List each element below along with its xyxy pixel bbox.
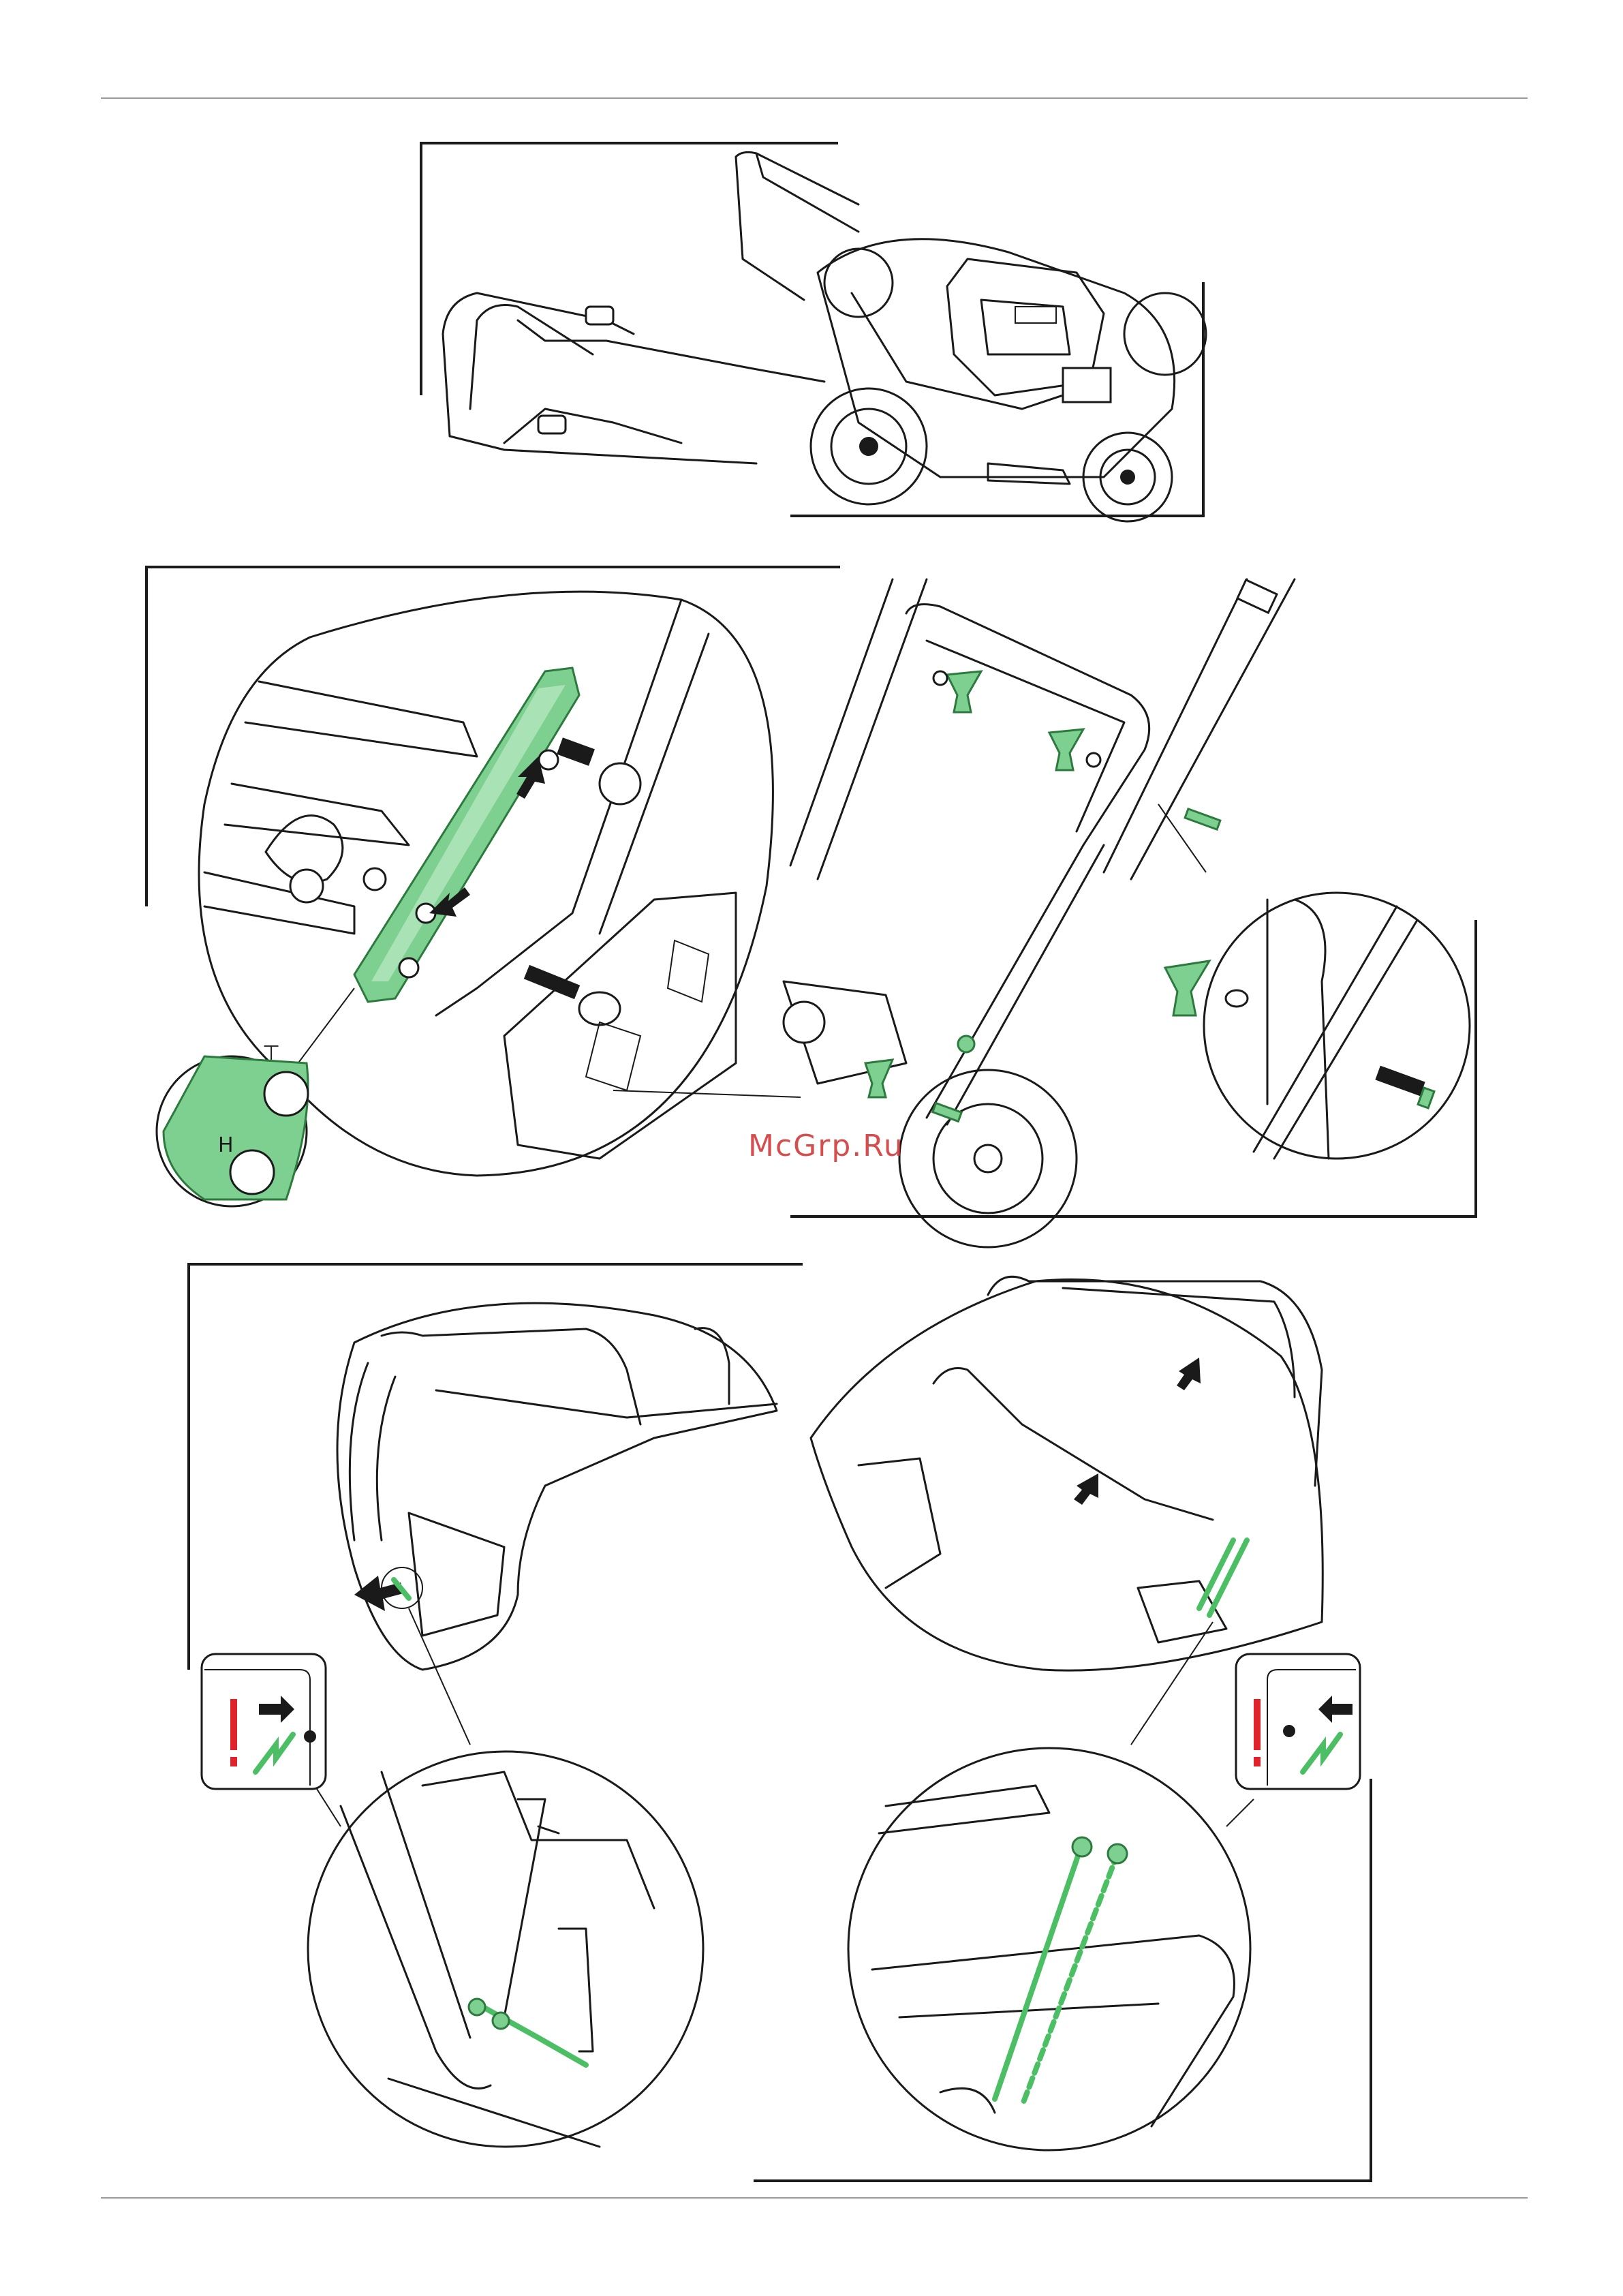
lawnmower-drawing-icon — [443, 152, 1206, 521]
bracket-plate-drawing-icon: ⊤ H — [157, 592, 801, 1206]
warning-right — [1236, 1654, 1360, 1789]
svg-text:⊤: ⊤ — [262, 1041, 280, 1065]
handle-bracket-detail: ⊤ H — [146, 567, 840, 1206]
cable-clip-drawing-icon — [293, 1303, 777, 2147]
warning-left — [202, 1654, 326, 1789]
lawnmower-overview — [421, 143, 1206, 521]
svg-text:H: H — [218, 1133, 234, 1157]
watermark-text: McGrp.Ru — [748, 1129, 904, 1163]
